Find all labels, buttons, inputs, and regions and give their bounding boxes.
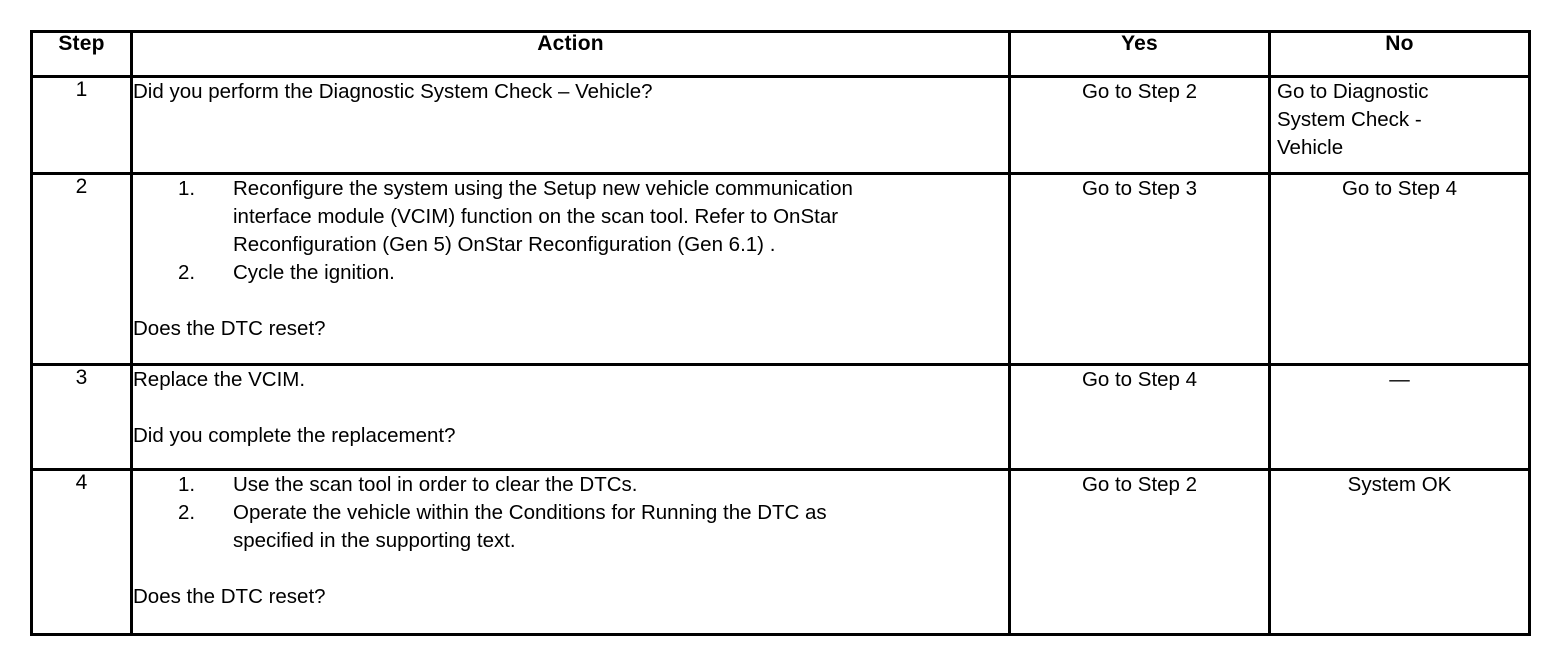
no-value-line: System Check - bbox=[1277, 108, 1422, 131]
list-item-line: Reconfigure the system using the Setup n… bbox=[233, 177, 853, 200]
table-row: 4 1. Use the scan tool in order to clear… bbox=[30, 468, 1531, 636]
step-number: 4 bbox=[30, 468, 133, 636]
yes-cell: Go to Step 4 bbox=[1008, 363, 1271, 471]
action-line: Replace the VCIM. bbox=[133, 368, 306, 391]
no-value-line: Vehicle bbox=[1277, 136, 1344, 159]
list-item: 2. Cycle the ignition. bbox=[133, 259, 1008, 287]
step-number: 1 bbox=[30, 75, 133, 175]
table-row: 1 Did you perform the Diagnostic System … bbox=[30, 75, 1531, 175]
list-item: 1. Reconfigure the system using the Setu… bbox=[133, 175, 1008, 259]
action-content: Replace the VCIM. Did you complete the r… bbox=[133, 366, 1008, 468]
action-content: 1. Reconfigure the system using the Setu… bbox=[133, 175, 1008, 363]
action-content: 1. Use the scan tool in order to clear t… bbox=[133, 471, 1008, 633]
list-item-line: specified in the supporting text. bbox=[233, 529, 516, 552]
table-row: 2 1. Reconfigure the system using the Se… bbox=[30, 172, 1531, 366]
spacer bbox=[133, 394, 1008, 422]
action-ordered-list: 1. Reconfigure the system using the Setu… bbox=[133, 175, 1008, 287]
column-header-no: No bbox=[1268, 30, 1531, 78]
list-marker: 2. bbox=[178, 261, 196, 284]
action-question: Does the DTC reset? bbox=[133, 585, 326, 608]
column-header-action: Action bbox=[130, 30, 1011, 78]
no-cell: System OK bbox=[1268, 468, 1531, 636]
yes-value: Go to Step 4 bbox=[1081, 368, 1198, 391]
list-item-line: Cycle the ignition. bbox=[233, 261, 395, 284]
list-item-line: interface module (VCIM) function on the … bbox=[233, 205, 839, 228]
action-cell: 1. Use the scan tool in order to clear t… bbox=[130, 468, 1011, 636]
yes-value: Go to Step 2 bbox=[1081, 473, 1198, 496]
no-value: Go to Step 4 bbox=[1341, 177, 1458, 200]
yes-cell: Go to Step 2 bbox=[1008, 75, 1271, 175]
list-item-line: Reconfiguration (Gen 5) OnStar Reconfigu… bbox=[233, 233, 776, 256]
action-content: Did you perform the Diagnostic System Ch… bbox=[133, 78, 1008, 172]
yes-value: Go to Step 3 bbox=[1081, 177, 1198, 200]
diagnostic-procedure-table: Step Action Yes No 1 Did you perform the… bbox=[30, 30, 1531, 636]
no-value: — bbox=[1389, 368, 1410, 391]
spacer bbox=[133, 287, 1008, 315]
action-cell: Replace the VCIM. Did you complete the r… bbox=[130, 363, 1011, 471]
column-header-step: Step bbox=[30, 30, 133, 78]
list-marker: 2. bbox=[178, 501, 196, 524]
no-cell: Go to Step 4 bbox=[1268, 172, 1531, 366]
no-cell: — bbox=[1268, 363, 1531, 471]
table-body: 1 Did you perform the Diagnostic System … bbox=[30, 75, 1531, 636]
yes-cell: Go to Step 3 bbox=[1008, 172, 1271, 366]
header-row: Step Action Yes No bbox=[30, 30, 1531, 78]
action-question: Does the DTC reset? bbox=[133, 317, 326, 340]
step-number: 3 bbox=[30, 363, 133, 471]
step-number: 2 bbox=[30, 172, 133, 366]
table-row: 3 Replace the VCIM. Did you complete the… bbox=[30, 363, 1531, 471]
list-item-line: Operate the vehicle within the Condition… bbox=[233, 501, 827, 524]
spacer bbox=[133, 555, 1008, 583]
action-cell: Did you perform the Diagnostic System Ch… bbox=[130, 75, 1011, 175]
no-value: System OK bbox=[1347, 473, 1452, 496]
list-item: 2. Operate the vehicle within the Condit… bbox=[133, 499, 1008, 555]
table-header: Step Action Yes No bbox=[30, 30, 1531, 78]
list-item-line: Use the scan tool in order to clear the … bbox=[233, 473, 638, 496]
no-cell: Go to Diagnostic System Check - Vehicle bbox=[1268, 75, 1531, 175]
action-cell: 1. Reconfigure the system using the Setu… bbox=[130, 172, 1011, 366]
no-value-line: Go to Diagnostic bbox=[1277, 80, 1429, 103]
list-marker: 1. bbox=[178, 177, 196, 200]
column-header-yes: Yes bbox=[1008, 30, 1271, 78]
action-line: Did you perform the Diagnostic System Ch… bbox=[133, 80, 653, 103]
action-question: Did you complete the replacement? bbox=[133, 424, 456, 447]
yes-cell: Go to Step 2 bbox=[1008, 468, 1271, 636]
action-ordered-list: 1. Use the scan tool in order to clear t… bbox=[133, 471, 1008, 555]
yes-value: Go to Step 2 bbox=[1081, 80, 1198, 103]
list-item: 1. Use the scan tool in order to clear t… bbox=[133, 471, 1008, 499]
list-marker: 1. bbox=[178, 473, 196, 496]
